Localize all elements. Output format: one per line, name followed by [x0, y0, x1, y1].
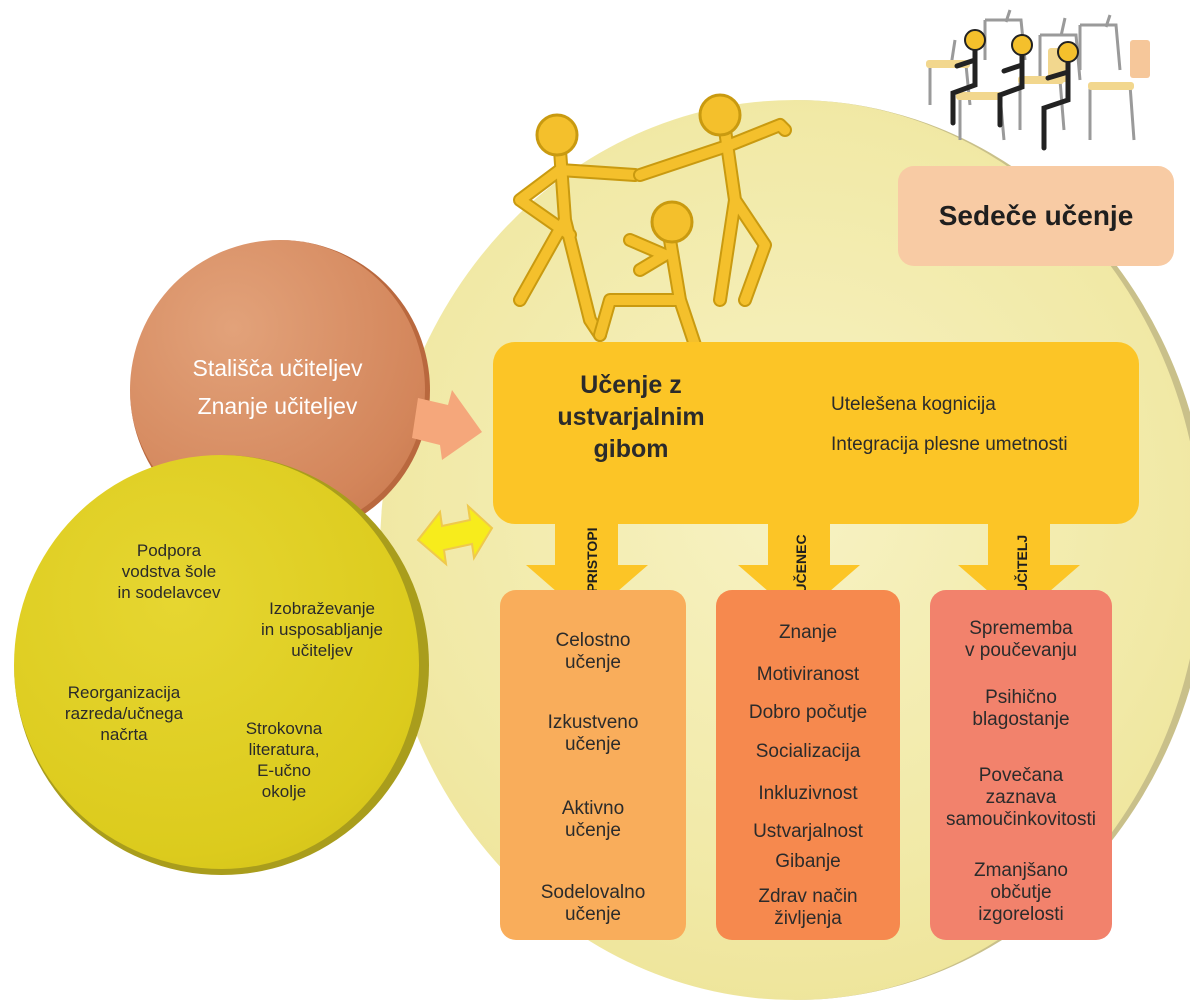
dance-integration-label: Integracija plesne umetnosti	[831, 434, 1068, 455]
creative-movement-box: Učenje z ustvarjalnim gibom Utelešena ko…	[493, 342, 1139, 524]
item-line: Sodelovalno	[540, 882, 646, 903]
item-line: občutje	[990, 882, 1052, 903]
teacher-down-arrow	[958, 520, 1080, 618]
support-center-double-arrow	[416, 503, 494, 567]
support-item-line: učiteljev	[291, 641, 353, 660]
item-line: izgorelosti	[978, 904, 1064, 925]
moving-figures-illustration	[513, 93, 792, 402]
figure-right-inner	[635, 120, 790, 305]
support-circle: Podpora vodstva šole in sodelavcev Izobr…	[14, 455, 429, 875]
title-line: gibom	[593, 435, 669, 463]
item-line: v poučevanju	[965, 640, 1077, 661]
teacher-item: Povečana zaznava samoučinkovitosti	[930, 765, 1112, 831]
support-item-line: načrta	[100, 725, 148, 744]
sedentary-learning-box: Sedeče učenje	[898, 166, 1174, 266]
support-item-line: okolje	[261, 782, 307, 801]
item-line: življenja	[774, 908, 842, 929]
learner-item: Socializacija	[755, 741, 861, 762]
teacher-item: Zmanjšano občutje izgorelosti	[930, 860, 1112, 926]
approach-item: Aktivno učenje	[500, 798, 686, 842]
support-item-line: Podpora	[136, 541, 202, 560]
item-line: samoučinkovitosti	[946, 809, 1096, 830]
figure-left-inner	[515, 145, 640, 340]
embodied-cognition-label: Utelešena kognicija	[831, 394, 996, 415]
support-item-line: in usposabljanje	[261, 620, 383, 639]
teacher-item: Psihično blagostanje	[930, 687, 1112, 731]
teacher-to-center-arrow	[412, 390, 482, 460]
teacher-attitudes-label: Stališča učiteljev	[192, 355, 363, 381]
support-item-line: vodstva šole	[121, 562, 217, 581]
sedentary-learning-label: Sedeče učenje	[938, 200, 1134, 231]
support-item-line: literatura,	[248, 740, 320, 759]
creative-movement-title: Učenje z ustvarjalnim gibom	[531, 369, 731, 465]
item-line: Psihično	[985, 687, 1057, 708]
diagram: Sedeče učenje	[14, 9, 1190, 1000]
teacher-knowledge-label: Znanje učiteljev	[197, 393, 358, 419]
chair-seats	[926, 40, 1150, 100]
sitting-figures-illustration	[926, 9, 1150, 151]
item-line: blagostanje	[972, 709, 1070, 730]
support-item-line: Reorganizacija	[67, 683, 181, 702]
item-line: Sprememba	[969, 618, 1073, 639]
title-line: ustvarjalnim	[557, 403, 705, 431]
approaches-down-arrow	[526, 520, 648, 618]
support-item-literature: Strokovna literatura, E-učno okolje	[214, 718, 354, 802]
teacher-box: Sprememba v poučevanju Psihično blagosta…	[930, 590, 1112, 940]
figure-heads	[535, 93, 742, 244]
item-line: Zdrav način	[758, 886, 858, 907]
support-item-reorganization: Reorganizacija razreda/učnega načrta	[44, 682, 204, 745]
learner-down-arrow	[738, 520, 860, 618]
support-item-training: Izobraževanje in usposabljanje učiteljev	[232, 598, 412, 661]
seated-figures	[950, 47, 1071, 151]
support-item-line: razreda/učnega	[64, 704, 184, 723]
learner-item: Zdrav način življenja	[716, 886, 900, 930]
approaches-box: Celostno učenje Izkustveno učenje Aktivn…	[500, 590, 686, 940]
connector-arrows	[412, 390, 1080, 618]
support-item-line: Izobraževanje	[269, 599, 375, 618]
item-line: Zmanjšano	[974, 860, 1068, 881]
learner-item: Ustvarjalnost	[753, 821, 863, 842]
learner-box: Znanje Motiviranost Dobro počutje Social…	[716, 590, 900, 940]
approach-item: Izkustveno učenje	[500, 712, 686, 756]
item-line: učenje	[565, 904, 621, 925]
learner-item: Gibanje	[775, 851, 841, 872]
teacher-item: Sprememba v poučevanju	[930, 618, 1112, 662]
seated-heads	[964, 29, 1079, 63]
support-item-leadership: Podpora vodstva šole in sodelavcev	[84, 540, 254, 603]
learner-item: Inkluzivnost	[758, 783, 858, 804]
item-line: učenje	[565, 734, 621, 755]
item-line: zaznava	[985, 787, 1057, 808]
approach-item: Celostno učenje	[500, 630, 686, 674]
support-item-line: Strokovna	[245, 719, 323, 738]
support-item-line: in sodelavcev	[117, 583, 221, 602]
item-line: učenje	[565, 652, 621, 673]
support-item-line: E-učno	[257, 761, 311, 780]
learner-item: Motiviranost	[756, 664, 860, 685]
learner-item: Dobro počutje	[748, 702, 868, 723]
item-line: Izkustveno	[547, 712, 639, 733]
learner-item: Znanje	[778, 622, 838, 643]
item-line: Povečana	[978, 765, 1064, 786]
item-line: Celostno	[555, 630, 631, 651]
item-line: Aktivno	[561, 798, 625, 819]
approach-item: Sodelovalno učenje	[500, 882, 686, 926]
item-line: učenje	[565, 820, 621, 841]
title-line: Učenje z	[580, 371, 682, 399]
